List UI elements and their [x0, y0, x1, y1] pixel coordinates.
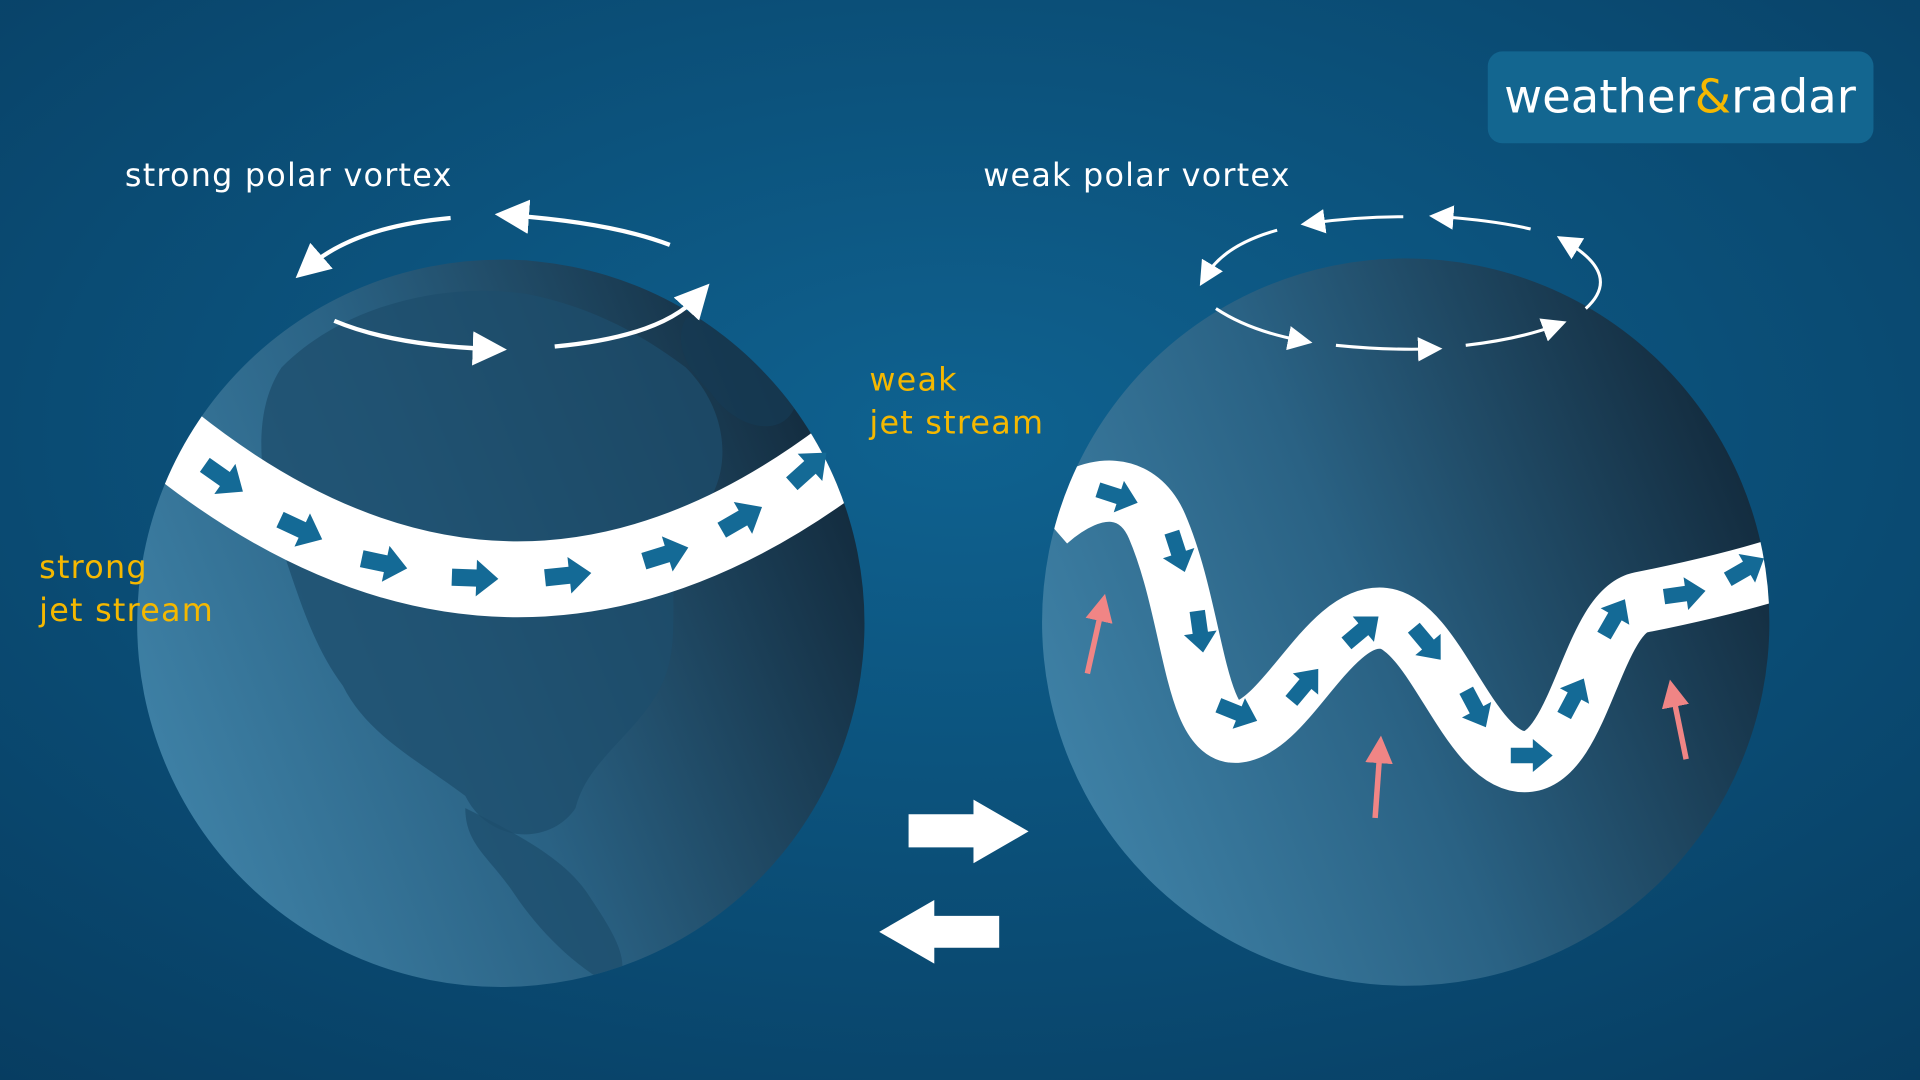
transition-arrow-right [908, 799, 1029, 864]
weak-polar-vortex-title: weak polar vortex [983, 156, 1290, 194]
weak-vortex-arrows [1199, 205, 1602, 362]
strong-vortex-arrows [295, 199, 710, 366]
warm-air-arrows [1084, 593, 1689, 819]
weak-jet-label-line1: weak [869, 361, 957, 399]
svg-text:weather&radar: weather&radar [1504, 70, 1857, 124]
strong-polar-vortex-title: strong polar vortex [125, 156, 453, 194]
transition-arrow-left [879, 900, 1000, 964]
weak-jet-stream-band [1042, 460, 1770, 793]
strong-jet-label-line1: strong [39, 548, 148, 586]
strong-jet-label-line2: jet stream [38, 591, 214, 629]
weak-jet-label-line2: jet stream [868, 403, 1044, 441]
left-globe [137, 199, 865, 987]
right-globe [1042, 205, 1773, 986]
weather-radar-logo[interactable]: weather&radar [1487, 51, 1874, 144]
